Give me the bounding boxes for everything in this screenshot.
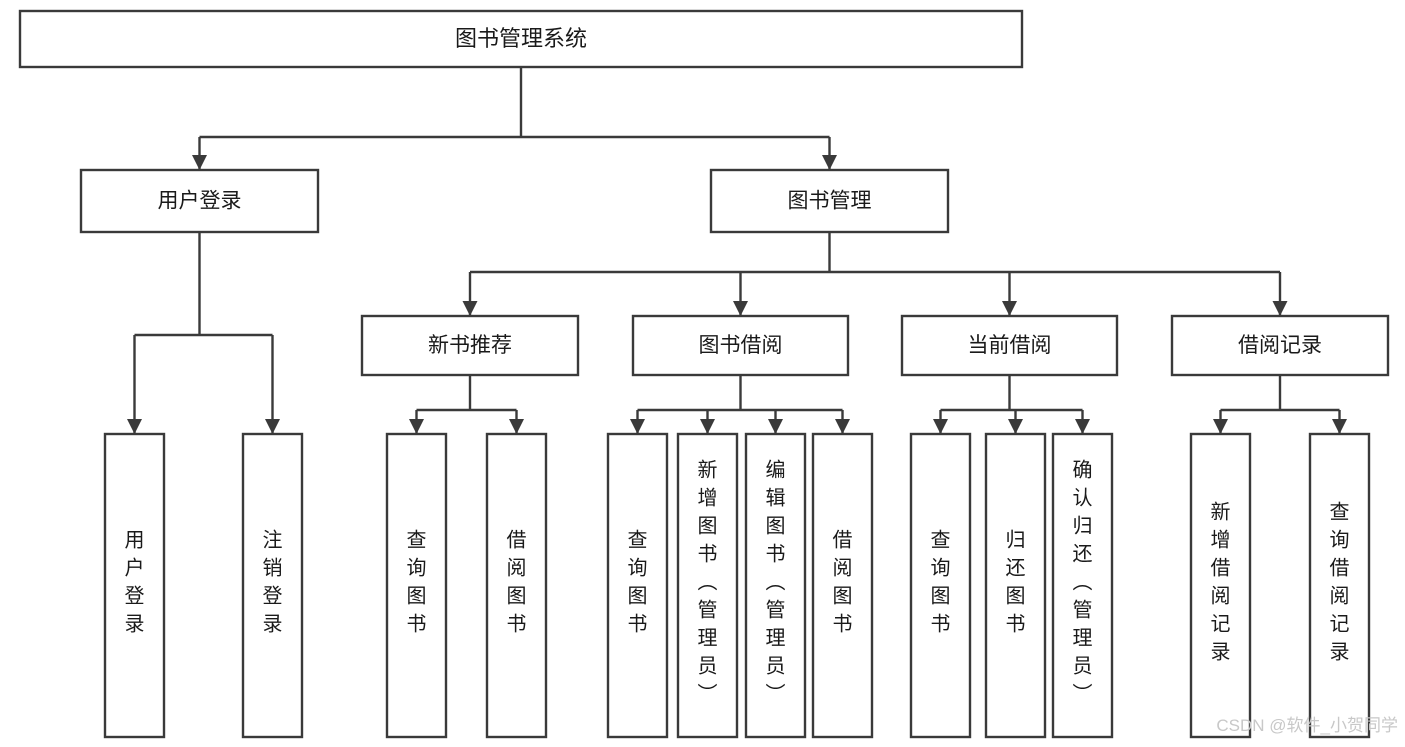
node-leaf-borrow-book-recommend[interactable]: 借阅图书 — [485, 432, 548, 739]
node-leaf-query-book-recommend[interactable]: 查询图书 — [385, 432, 448, 739]
connector-group-current-borrow — [933, 375, 1090, 434]
arrow-head-icon — [265, 419, 280, 434]
node-label: 借阅图书 — [507, 529, 527, 636]
node-label: 新增图书︵管理员︶ — [698, 459, 718, 706]
node-label: 归还图书 — [1006, 529, 1026, 636]
node-label: 用户登录 — [158, 190, 242, 213]
connector-group-user-login — [127, 232, 280, 434]
connector-group-new-book-recommend — [409, 375, 524, 434]
node-new-book-recommend[interactable]: 新书推荐 — [360, 314, 580, 377]
node-book-borrow[interactable]: 图书借阅 — [631, 314, 850, 377]
connector-group-borrow-record — [1213, 375, 1347, 434]
node-leaf-query-book-current[interactable]: 查询图书 — [909, 432, 972, 739]
node-borrow-record[interactable]: 借阅记录 — [1170, 314, 1390, 377]
arrow-head-icon — [630, 419, 645, 434]
node-layer: 图书管理系统用户登录图书管理新书推荐图书借阅当前借阅借阅记录用户登录注销登录查询… — [18, 9, 1390, 739]
node-label: 查询图书 — [931, 529, 951, 636]
node-leaf-confirm-return-admin[interactable]: 确认归还︵管理员︶ — [1051, 432, 1114, 739]
node-label: 新增借阅记录 — [1211, 501, 1231, 664]
arrow-head-icon — [835, 419, 850, 434]
arrow-head-icon — [933, 419, 948, 434]
arrow-head-icon — [1008, 419, 1023, 434]
node-leaf-query-book-borrow[interactable]: 查询图书 — [606, 432, 669, 739]
arrow-head-icon — [1213, 419, 1228, 434]
node-label: 新书推荐 — [428, 334, 512, 357]
arrow-head-icon — [192, 155, 207, 170]
node-label: 图书管理 — [788, 190, 872, 213]
csdn-watermark: CSDN @软件_小贺同学 — [1216, 716, 1398, 735]
node-label: 确认归还︵管理员︶ — [1073, 459, 1093, 706]
connector-group-book-borrow — [630, 375, 850, 434]
node-label: 查询图书 — [628, 529, 648, 636]
arrow-head-icon — [1075, 419, 1090, 434]
node-leaf-query-borrow-record[interactable]: 查询借阅记录 — [1308, 432, 1371, 739]
node-label: 图书借阅 — [699, 334, 783, 357]
node-leaf-edit-book-admin[interactable]: 编辑图书︵管理员︶ — [744, 432, 807, 739]
node-label: 图书管理系统 — [455, 26, 587, 51]
node-leaf-add-book-admin[interactable]: 新增图书︵管理员︶ — [676, 432, 739, 739]
node-user-login[interactable]: 用户登录 — [79, 168, 320, 234]
arrow-head-icon — [1332, 419, 1347, 434]
node-label: 用户登录 — [125, 530, 145, 636]
arrow-head-icon — [733, 301, 748, 316]
arrow-head-icon — [409, 419, 424, 434]
node-label: 注销登录 — [263, 529, 283, 636]
node-label: 当前借阅 — [968, 334, 1052, 357]
node-book-management[interactable]: 图书管理 — [709, 168, 950, 234]
node-root[interactable]: 图书管理系统 — [18, 9, 1024, 69]
node-label: 查询图书 — [407, 529, 427, 636]
node-leaf-return-book[interactable]: 归还图书 — [984, 432, 1047, 739]
arrow-head-icon — [768, 419, 783, 434]
arrow-head-icon — [127, 419, 142, 434]
arrow-head-icon — [462, 301, 478, 316]
node-label: 查询借阅记录 — [1330, 501, 1350, 664]
arrow-head-icon — [1002, 301, 1017, 316]
arrow-head-icon — [509, 419, 524, 434]
node-leaf-user-login[interactable]: 用户登录 — [103, 432, 166, 739]
connector-group-book-management — [462, 232, 1288, 316]
arrow-head-icon — [1272, 301, 1288, 316]
node-leaf-borrow-book[interactable]: 借阅图书 — [811, 432, 874, 739]
node-label: 借阅图书 — [833, 529, 853, 636]
node-label: 借阅记录 — [1238, 334, 1322, 357]
node-leaf-logout-login[interactable]: 注销登录 — [241, 432, 304, 739]
arrow-head-icon — [822, 155, 837, 170]
connector-layer — [127, 67, 1347, 434]
node-current-borrow[interactable]: 当前借阅 — [900, 314, 1119, 377]
node-leaf-add-borrow-record[interactable]: 新增借阅记录 — [1189, 432, 1252, 739]
node-label: 编辑图书︵管理员︶ — [766, 459, 786, 706]
arrow-head-icon — [700, 419, 715, 434]
connector-group-root — [192, 67, 837, 170]
